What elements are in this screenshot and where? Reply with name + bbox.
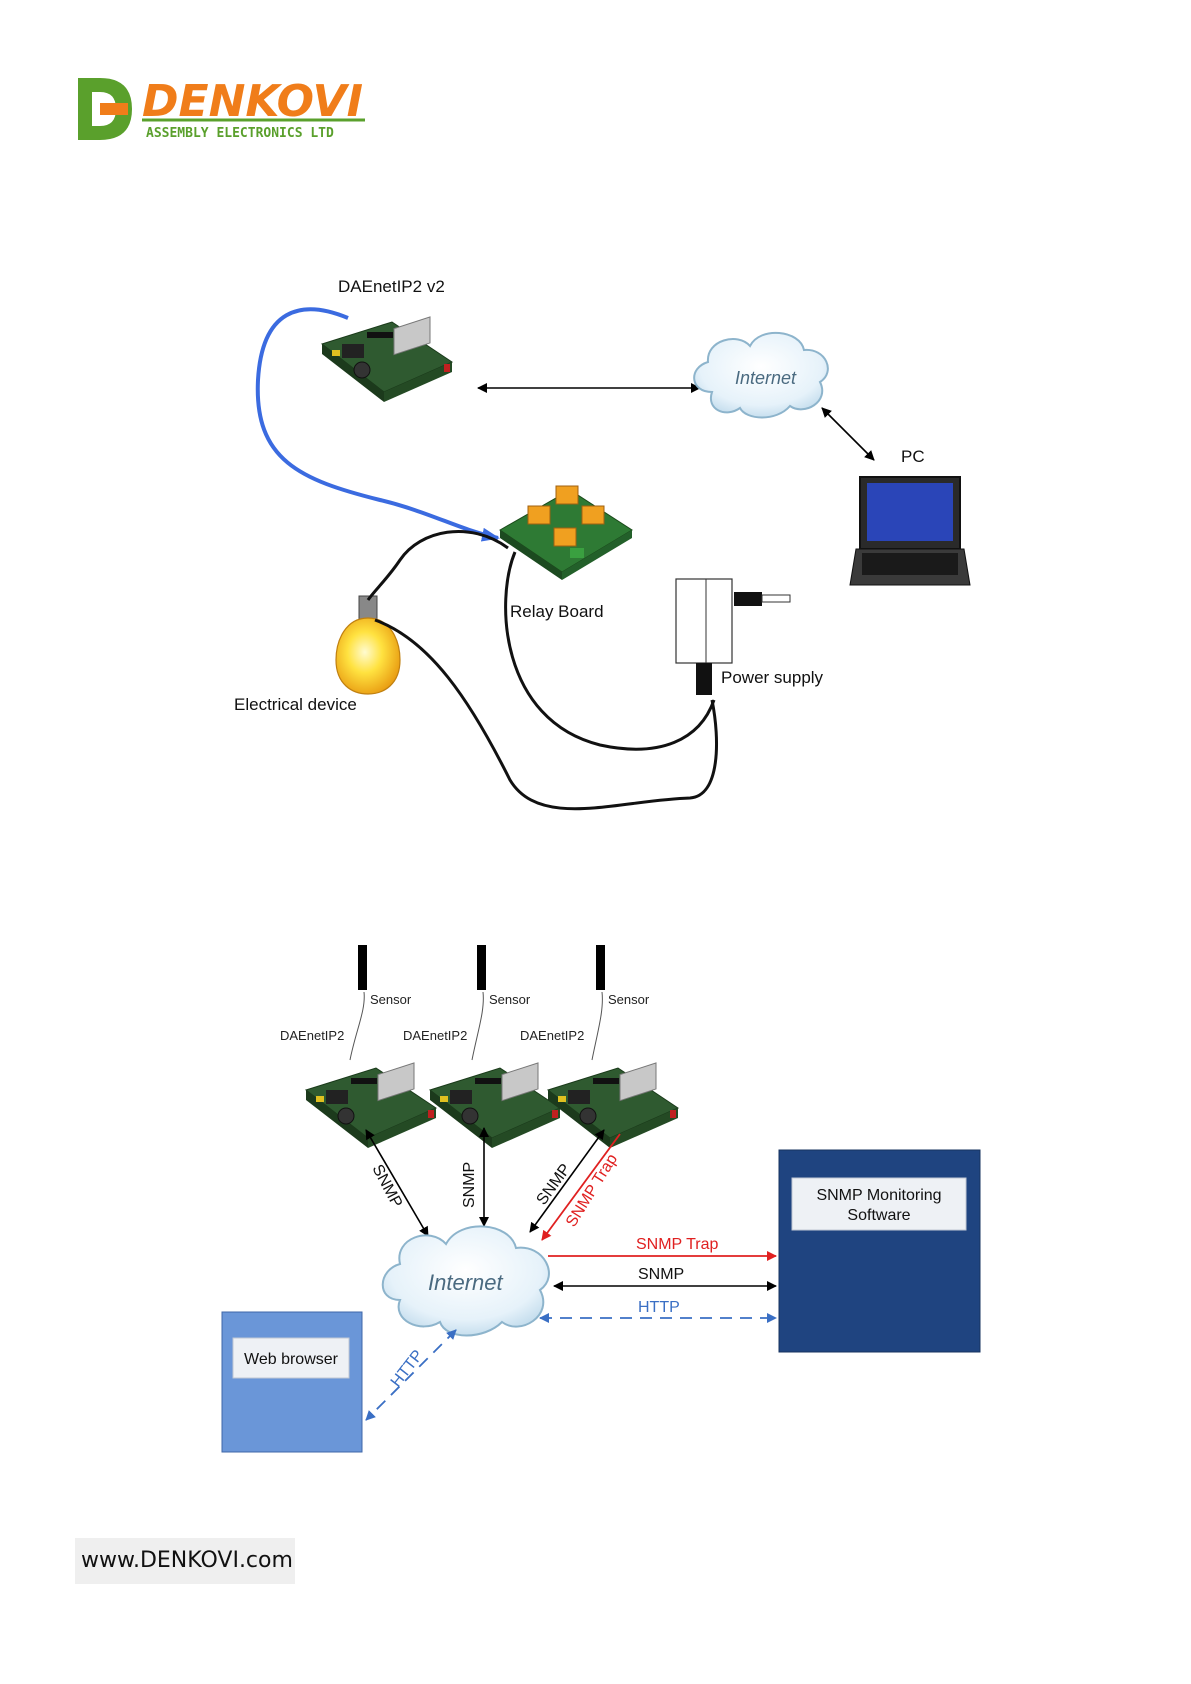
label-pc: PC [901,447,925,466]
label-daenetip2-3: DAEnetIP2 [520,1028,584,1043]
label-snmp-link-2: SNMP [461,1162,478,1208]
company-logo: DENKOVI ASSEMBLY ELECTRONICS LTD [78,76,365,141]
label-daenetip2-1: DAEnetIP2 [280,1028,344,1043]
logo-mark-accent [100,103,128,115]
label-power-supply: Power supply [721,668,824,687]
label-relay-board: Relay Board [510,602,604,621]
light-bulb-icon [336,596,400,694]
label-sensor-2: Sensor [489,992,531,1007]
link-internet-pc [822,408,874,460]
daenetip2-board-icon [322,317,452,402]
diagram-relay-setup: DAEnetIP2 v2 Internet PC [234,277,970,809]
label-snmp-monitor: SNMP [638,1266,684,1283]
web-browser-box [222,1312,362,1452]
laptop-icon [850,477,970,585]
label-snmp-monitoring-line1: SNMP Monitoring [816,1187,941,1204]
label-sensor-3: Sensor [608,992,650,1007]
label-web-browser: Web browser [244,1351,339,1368]
label-daenetip2-2: DAEnetIP2 [403,1028,467,1043]
label-daenetip2-v2: DAEnetIP2 v2 [338,277,445,296]
label-http-monitor: HTTP [638,1299,680,1316]
label-sensor-1: Sensor [370,992,412,1007]
label-internet-1: Internet [735,368,797,388]
logo-tagline: ASSEMBLY ELECTRONICS LTD [146,126,334,141]
daenetip2-board-2-icon [430,1063,560,1148]
daenetip2-board-3-icon [548,1063,678,1148]
label-http-browser: HTTP [388,1347,427,1390]
link-snmp-1 [366,1130,428,1236]
sensor-probe-icon [477,945,486,990]
cable-relay-bulb [368,531,508,600]
label-snmp-trap-link-3: SNMP Trap [563,1151,621,1230]
sensor-3: Sensor [592,945,650,1060]
daenetip2-board-1-icon [306,1063,436,1148]
label-snmp-trap-monitor: SNMP Trap [636,1236,719,1253]
relay-board-icon [500,486,632,580]
label-snmp-monitoring-line2: Software [847,1207,910,1224]
label-electrical-device: Electrical device [234,695,357,714]
label-snmp-link-3: SNMP [533,1161,574,1208]
footer-url[interactable]: www.DENKOVI.com [75,1538,295,1584]
sensor-probe-icon [596,945,605,990]
label-internet-2: Internet [428,1270,503,1295]
sensor-probe-icon [358,945,367,990]
diagram-snmp-network: Sensor Sensor Sensor DAEnetIP2 DAEnetIP2… [222,945,980,1452]
